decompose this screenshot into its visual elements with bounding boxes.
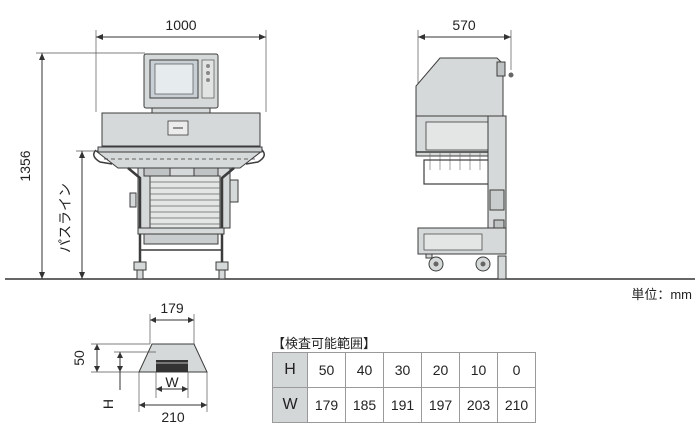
section-bottom-label: 210 (161, 409, 185, 425)
section-w-label: W (165, 374, 179, 390)
table-row: H 50 40 30 20 10 0 (272, 352, 536, 388)
side-view (415, 30, 514, 280)
table-cell: 185 (345, 387, 384, 423)
passline-label: パスライン (57, 183, 73, 253)
table-cell: 50 (307, 352, 346, 388)
table-cell: 40 (345, 352, 384, 388)
row-header-w: W (272, 387, 308, 423)
table-cell: 210 (497, 387, 536, 423)
table-row: W 179 185 191 197 203 210 (272, 387, 536, 423)
range-table-title: 【検査可能範囲】 (272, 336, 377, 351)
section-top-label: 179 (160, 300, 184, 316)
table-cell: 203 (459, 387, 498, 423)
front-height-label: 1356 (17, 150, 33, 181)
table-cell: 0 (497, 352, 536, 388)
inspection-range-table: H 50 40 30 20 10 0 W 179 185 191 197 203… (272, 352, 536, 423)
table-cell: 10 (459, 352, 498, 388)
front-view (36, 30, 267, 280)
section-view (91, 314, 208, 412)
row-header-h: H (272, 352, 308, 388)
table-cell: 20 (421, 352, 460, 388)
section-h-label: H (100, 399, 116, 409)
table-cell: 191 (383, 387, 422, 423)
unit-label: 単位：mm (631, 287, 692, 302)
front-width-label: 1000 (165, 17, 196, 33)
side-depth-label: 570 (452, 17, 476, 33)
table-cell: 179 (307, 387, 346, 423)
section-height-label: 50 (71, 350, 87, 366)
table-cell: 197 (421, 387, 460, 423)
table-cell: 30 (383, 352, 422, 388)
